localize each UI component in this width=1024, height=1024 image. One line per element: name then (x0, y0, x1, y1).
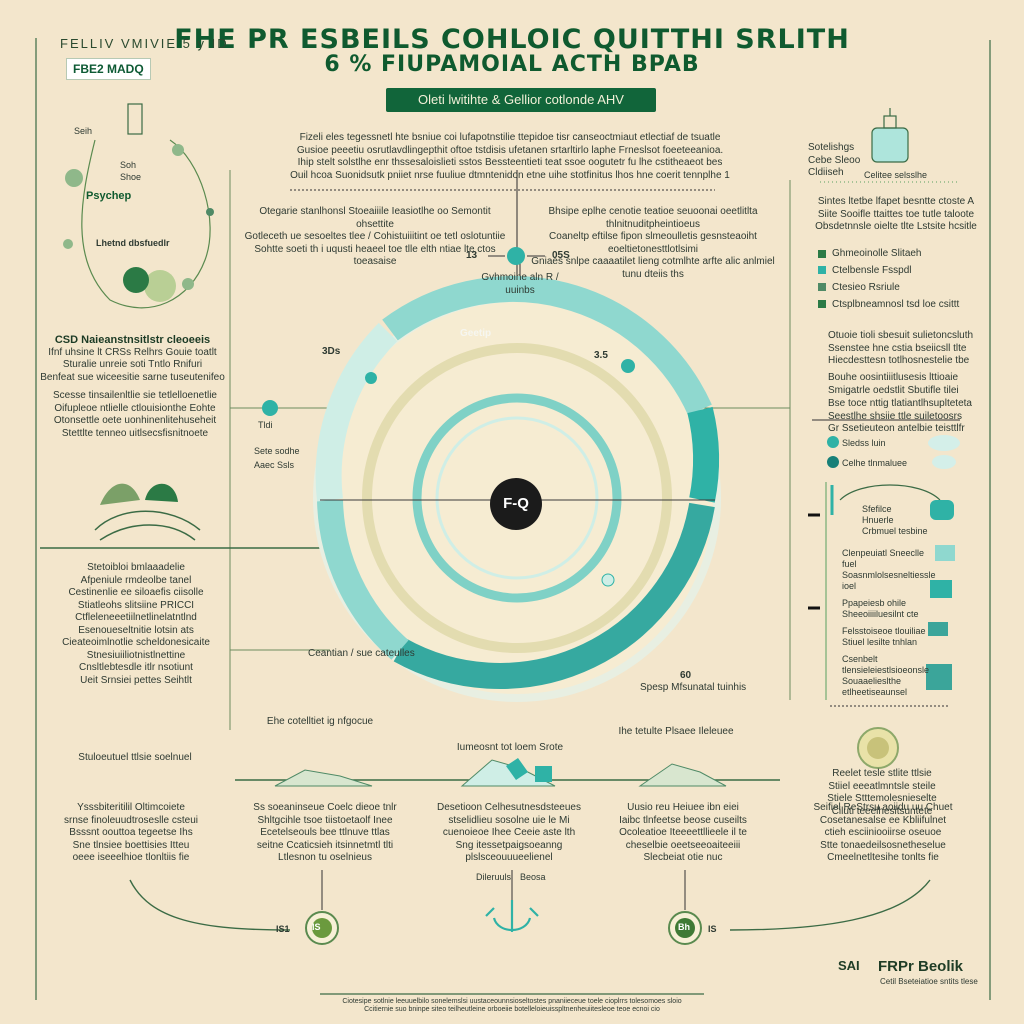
right-top-labels: Sotelishgs Cebe Sleoo Cldiiseh (808, 142, 861, 178)
top-left-tag: FBE2 MADQ (66, 58, 151, 80)
pin-label-2: IS (312, 922, 321, 932)
pin-label-1: IS1 (276, 924, 290, 934)
bottom-caption-3: Iumeosnt tot loem Srote (456, 742, 564, 753)
left-badge-title: Psychep (86, 190, 132, 202)
right-bullets: Ghmeoinolle Slitaeh Ctelbensle Fsspdl Ct… (832, 248, 960, 310)
logo-text: FRPr Beolik (878, 958, 964, 975)
right-bullet-group-4: Bse toce nttig tlatiantlhsuplteteta Sees… (828, 398, 972, 434)
bottom-col-3: Desetioon Celhesutnesdsteeues stselidlie… (437, 802, 581, 863)
left-mid-label-2: Sete sodhe (254, 446, 300, 456)
hub-circle: F-Q (490, 478, 542, 530)
pin-label-3: Bh (678, 922, 690, 932)
central-wheel (313, 276, 721, 702)
right-small-items: Sledss luin Celhe tlnmaluee (842, 438, 908, 468)
left-lotus-illustration (94, 483, 201, 541)
left-sub-label-2: Shoe (120, 172, 142, 182)
bottom-mid-label: Dileruuls (476, 872, 512, 882)
top-left-label: FELLIV VMIVIE 5 y ID (60, 36, 229, 51)
footer-line: Ciotesipe sotlnie leeuuelbilo sonelemsls… (342, 998, 682, 1013)
right-footer-block: Reelet tesle stlite ttlsie Stiiel eeeatl… (827, 768, 937, 817)
pin-icon-left (305, 911, 339, 945)
bottom-mid-label-2: Beosa (520, 872, 546, 882)
bottom-col-1: Ysssbiteritilil Oltimcoiete srnse finole… (64, 802, 198, 863)
intro-right-block: Bhsipe eplhe cenotie teatioe seuoonai oe… (531, 206, 775, 280)
intro-text: Fizeli eles tegessnetl hte bsniue coi lu… (290, 132, 730, 181)
ring-label-right: 3.5 (594, 350, 608, 361)
right-bottle-illustration (871, 108, 909, 163)
left-mid-label-3: Aaec Ssls (254, 460, 295, 470)
main-title: FHE PR ESBEILS COHLOIC QUITTHI SRLITH (174, 24, 850, 55)
left-mid-label-1: Tldi (258, 420, 273, 430)
main-subtitle: 6 % FIUPAMOIAL ACTH BPAB (324, 52, 700, 77)
ring-label-top: Geetip (460, 328, 492, 339)
pin-icon-right (668, 911, 702, 945)
logo-badge: SAI (838, 958, 860, 973)
left-sub-label-1: Soh (120, 160, 137, 170)
left-vine-illustration (63, 103, 214, 309)
node-label-left: 13 (466, 250, 478, 261)
bottom-col-5: Seifiel ReStrsu aoiidu uu Chuet Cosetane… (813, 802, 953, 863)
bottom-caption-2: Ihe tetulte Plsaee Ileleuee (618, 726, 734, 737)
left-list: Stetoibloi bmlaaadelie Afpeniule rmdeolb… (62, 562, 210, 686)
right-list: Clenpeuiatl Sneeclle fuel Soasnmlolsesne… (842, 548, 936, 697)
section-banner: Oleti lwitihte & Gellior cotlonde AHV (386, 88, 656, 112)
node-label-right: 05S (552, 250, 570, 261)
wheel-caption-right: Spesp Mfsunatal tuinhis (640, 682, 747, 693)
node-caption: Gvhmoine aln R / uuinbs (481, 272, 559, 296)
left-paragraph: Scesse tinsailenltlie sie tetlelloenetli… (53, 390, 217, 439)
intro-left-block: Otegarie stanlhonsl Stoeaiiile Ieasiotlh… (244, 206, 506, 267)
pin-label-4: IS (708, 924, 717, 934)
bottom-caption-1: Ehe cotelltiet ig nfgocue (266, 716, 374, 727)
bottom-col-2: Ss soeaninseue Coelc dieoe tnlr Shltgcih… (253, 802, 397, 863)
right-bullet-group-3: Bouhe oosintiiitlusesis lttioaie Smigatr… (828, 372, 959, 396)
right-annotation: Sfefilce Hnuerle Crbmuel tesbine (862, 504, 928, 536)
left-section: CSD Naieanstnsitlstr cleoeeis Ifnf uhsin… (40, 334, 225, 383)
bottom-col-4: Uusio reu Heiuee ibn eiei Iaibc tlnfeets… (619, 802, 747, 863)
wheel-caption-left: Ceantian / sue cateulles (308, 648, 415, 659)
right-intro: Sintes ltetbe lfapet besntte ctoste A Si… (815, 196, 977, 232)
right-mini-caption: Celitee selsslhe (864, 170, 928, 180)
ring-label-left: 3Ds (322, 346, 341, 357)
left-badge-caption: Lhetnd dbsfuedlr (96, 238, 170, 248)
left-small-label: Seih (74, 126, 93, 136)
wheel-num-right: 60 (680, 670, 692, 681)
right-small-icons (818, 250, 960, 690)
right-bullet-group-2: Otuoie tioli sbesuit sulietoncsluth Ssen… (828, 330, 974, 366)
logo-subtext: Cetil Bseteiatioe sntits tlese (880, 977, 978, 986)
bottom-left-block: Stuloeutuel ttlsie soelnuel (78, 752, 192, 763)
